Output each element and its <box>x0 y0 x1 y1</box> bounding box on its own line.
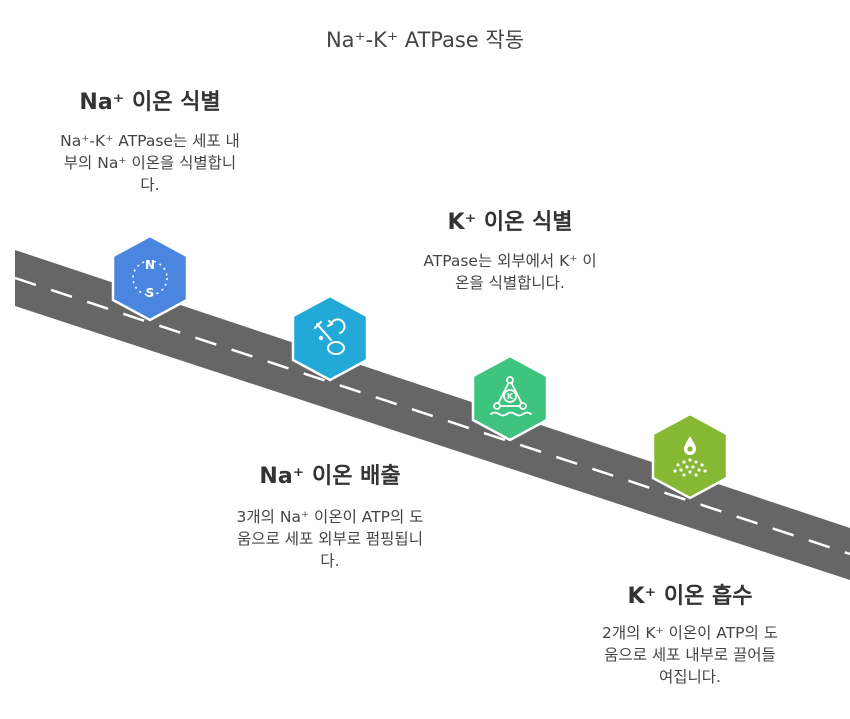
road-dashes <box>14 276 850 556</box>
step-1-title: Na⁺ 이온 식별 <box>79 90 221 115</box>
step-1-description: Na⁺-K⁺ ATPase는 세포 내부의 Na⁺ 이온을 식별합니다. <box>60 132 240 194</box>
step-2-description: 3개의 Na⁺ 이온이 ATP의 도움으로 세포 외부로 펌핑됩니다. <box>236 508 424 570</box>
compass-s-label: S <box>146 286 155 300</box>
diagram-title: Na⁺-K⁺ ATPase 작동 <box>325 28 525 52</box>
step-3-description: ATPase는 외부에서 K⁺ 이온을 식별합니다. <box>423 252 597 292</box>
step-1-hexagon: N S <box>111 234 189 322</box>
molecule-k-label: K <box>507 392 514 401</box>
compass-n-label: N <box>145 258 155 272</box>
step-4-title: K⁺ 이온 흡수 <box>627 584 753 609</box>
step-2-title: Na⁺ 이온 배출 <box>259 464 401 489</box>
step-2-hexagon <box>291 294 369 382</box>
compass-ns-icon <box>132 260 168 296</box>
k-molecule-icon <box>490 376 532 417</box>
step-4-description: 2개의 K⁺ 이온이 ATP의 도움으로 세포 내부로 끌어들여집니다. <box>602 624 778 686</box>
step-3-hexagon: K <box>471 354 549 442</box>
pump-out-icon <box>314 318 346 355</box>
step-3-title: K⁺ 이온 식별 <box>447 210 573 235</box>
droplet-absorb-icon <box>673 436 707 477</box>
step-4-hexagon <box>651 412 729 500</box>
